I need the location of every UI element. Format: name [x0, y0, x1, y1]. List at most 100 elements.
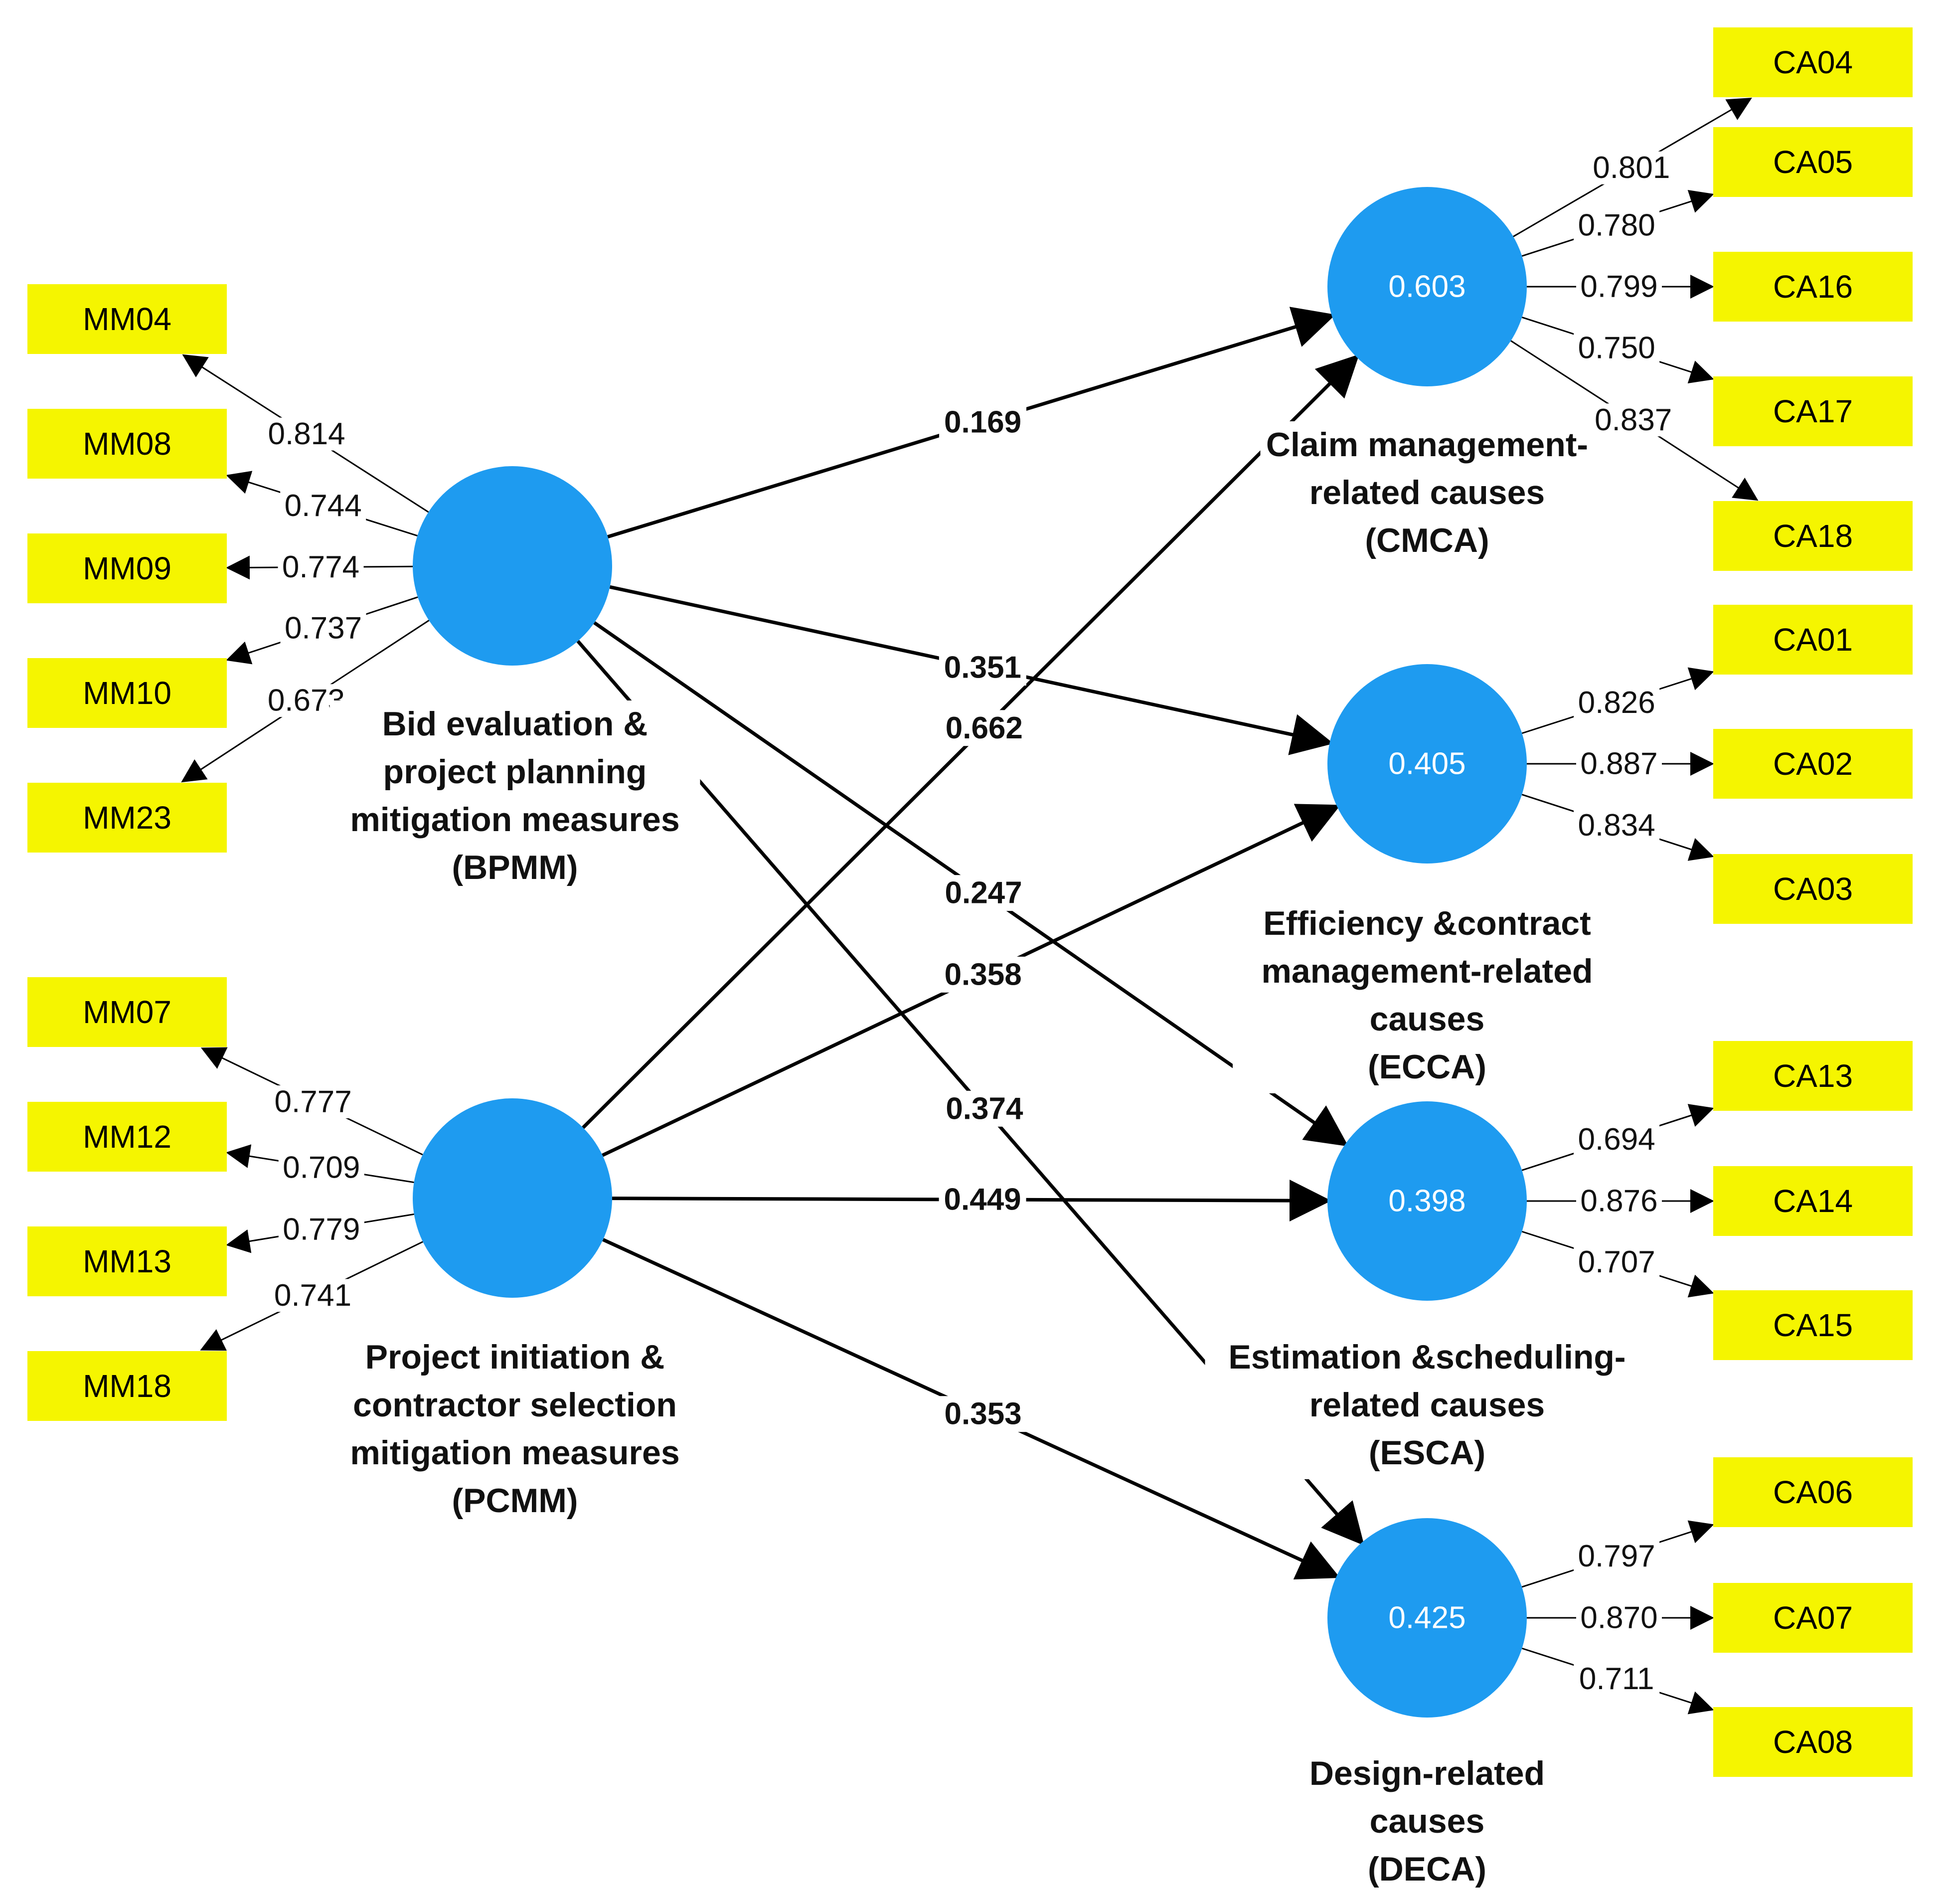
construct-label-bg — [1205, 1334, 1649, 1479]
loading-ca15-bg — [1574, 1245, 1660, 1279]
loading-mm10: 0.737 — [280, 611, 366, 646]
indicator-label: CA02 — [1773, 746, 1853, 782]
construct-label-line: Bid evaluation & — [382, 705, 648, 743]
loading-ca06-text: 0.797 — [1578, 1539, 1655, 1573]
construct-label-line: (ECCA) — [1368, 1048, 1486, 1086]
indicator-box — [27, 1102, 227, 1172]
indicator-label: MM09 — [83, 550, 171, 586]
loading-ca07: 0.870 — [1576, 1601, 1662, 1635]
loading-ca07-bg — [1576, 1601, 1662, 1634]
indicator-box — [27, 284, 227, 354]
indicator-label: CA03 — [1773, 871, 1853, 907]
path-coef-bpmm-cmca-bg — [939, 404, 1027, 441]
indicator-box — [27, 977, 227, 1047]
indicator-label: MM18 — [83, 1368, 171, 1404]
indicator-box — [27, 1226, 227, 1296]
indicator-box — [1713, 376, 1913, 446]
construct-label-pcmm: Project initiation &contractor selection… — [321, 1334, 709, 1527]
indicator-label: CA17 — [1773, 393, 1853, 429]
indicator-box — [1713, 252, 1913, 322]
construct-deca: 0.425 — [1327, 1518, 1527, 1718]
loading-ca04-bg — [1588, 151, 1674, 184]
loading-mm12-bg — [278, 1151, 364, 1185]
construct-label-bpmm: Bid evaluation & project planning mitigati… — [329, 700, 700, 894]
construct-circle — [1327, 187, 1527, 386]
indicator-label: MM10 — [83, 675, 171, 711]
indicator-mm10: MM10 — [27, 658, 227, 728]
coefficient-labels: 0.1690.3510.2470.3740.6620.3580.4490.353… — [263, 151, 1676, 1896]
path-coef-pcmm-ecca: 0.358 — [939, 956, 1027, 993]
indicator-box — [1713, 127, 1913, 197]
loading-ca05: 0.780 — [1574, 208, 1660, 243]
loading-ca13: 0.694 — [1574, 1122, 1660, 1157]
construct-label-line: (ESCA) — [1369, 1434, 1485, 1472]
construct-cmca: 0.603 — [1327, 187, 1527, 386]
r-squared-value: 0.425 — [1388, 1601, 1465, 1635]
indicator-box — [27, 533, 227, 603]
construct-label-line: mitigation measures — [350, 801, 679, 839]
loading-mm13: 0.779 — [278, 1212, 364, 1246]
indicator-label: CA05 — [1773, 144, 1853, 180]
indicator-box — [27, 783, 227, 853]
loading-ca05-bg — [1574, 209, 1660, 242]
construct-circle — [1327, 664, 1527, 864]
indicator-box — [27, 409, 227, 479]
path-coef-bpmm-esca: 0.247 — [940, 875, 1027, 911]
construct-label-bg — [1233, 900, 1622, 1093]
indicator-label: MM12 — [83, 1119, 171, 1155]
loading-mm08-bg — [280, 489, 366, 522]
construct-label-line: related causes — [1309, 474, 1545, 512]
loading-mm13-bg — [278, 1212, 364, 1246]
loading-ca18-text: 0.837 — [1595, 403, 1672, 437]
loading-ca05-text: 0.780 — [1578, 208, 1655, 243]
indicator-ca08: CA08 — [1713, 1707, 1913, 1777]
indicator-box — [1713, 1457, 1913, 1527]
path-coef-bpmm-ecca-text: 0.351 — [944, 651, 1021, 685]
path-coef-pcmm-ecca-bg — [939, 956, 1027, 993]
construct-circle — [413, 1098, 612, 1298]
indicator-mm09: MM09 — [27, 533, 227, 603]
path-coef-bpmm-deca: 0.374 — [941, 1090, 1028, 1127]
loading-ca08: 0.711 — [1574, 1662, 1660, 1696]
indicator-label: CA18 — [1773, 518, 1853, 554]
construct-label-line: Estimation &scheduling- — [1228, 1338, 1625, 1376]
indicators: MM04MM08MM09MM10MM23MM07MM12MM13MM18CA04… — [27, 27, 1913, 1777]
indicator-label: CA16 — [1773, 269, 1853, 305]
construct-label-ecca: Efficiency &contractmanagement-relatedca… — [1233, 900, 1622, 1093]
construct-label-bg — [329, 700, 700, 894]
loading-mm08-text: 0.744 — [285, 489, 362, 523]
loading-mm18: 0.741 — [270, 1278, 356, 1313]
path-coef-pcmm-esca: 0.449 — [939, 1182, 1026, 1218]
loading-mm04: 0.814 — [264, 417, 350, 451]
loading-ca15: 0.707 — [1574, 1245, 1660, 1279]
indicator-ca18: CA18 — [1713, 501, 1913, 571]
construct-circle — [1327, 1101, 1527, 1301]
loading-mm10-text: 0.737 — [285, 611, 362, 646]
loading-ca13-bg — [1574, 1123, 1660, 1156]
path-coef-pcmm-esca-text: 0.449 — [944, 1183, 1021, 1217]
construct-label-esca: Estimation &scheduling-related causes(ES… — [1205, 1334, 1649, 1479]
construct-label-line: causes — [1370, 1000, 1485, 1038]
path-coef-bpmm-cmca-text: 0.169 — [944, 405, 1021, 440]
indicator-mm13: MM13 — [27, 1226, 227, 1296]
indicator-box — [1713, 1290, 1913, 1360]
construct-label-line: causes — [1370, 1802, 1485, 1840]
indicator-box — [1713, 729, 1913, 799]
loading-ca01: 0.826 — [1574, 686, 1660, 720]
loading-ca03: 0.834 — [1574, 808, 1660, 843]
indicator-ca13: CA13 — [1713, 1041, 1913, 1111]
construct-label-line: (BPMM) — [452, 849, 578, 886]
path-coef-pcmm-deca-text: 0.353 — [945, 1397, 1022, 1431]
loading-ca02-text: 0.887 — [1580, 747, 1657, 781]
loading-mm18-text: 0.741 — [274, 1278, 351, 1313]
path-coef-pcmm-ecca-text: 0.358 — [945, 957, 1022, 992]
indicator-ca16: CA16 — [1713, 252, 1913, 322]
indicator-mm23: MM23 — [27, 783, 227, 853]
indicator-label: CA08 — [1773, 1724, 1853, 1760]
loading-mm04-text: 0.814 — [268, 417, 345, 451]
indicator-mm18: MM18 — [27, 1351, 227, 1421]
construct-label-line: project planning — [383, 753, 647, 791]
indicator-box — [1713, 1166, 1913, 1236]
indicator-ca17: CA17 — [1713, 376, 1913, 446]
